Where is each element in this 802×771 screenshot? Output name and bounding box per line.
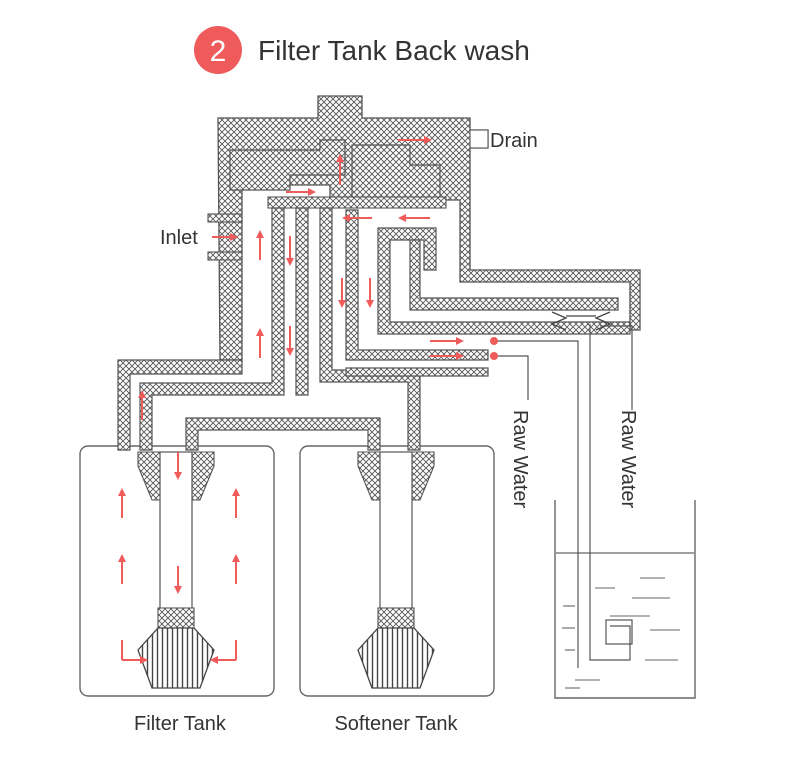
inlet-port xyxy=(207,213,243,223)
valve-plate xyxy=(267,196,447,209)
filter-tank-label: Filter Tank xyxy=(134,713,227,735)
raw-water-label-1: Raw Water xyxy=(509,410,531,509)
raw-water-port-2 xyxy=(490,352,498,360)
control-valve xyxy=(207,95,641,361)
step-badge xyxy=(194,26,242,74)
page-title: Filter Tank Back wash xyxy=(258,35,530,66)
inlet-label: Inlet xyxy=(160,227,198,249)
softener-strainer xyxy=(357,627,435,689)
valve-inner-block xyxy=(229,139,346,191)
pipes xyxy=(117,207,631,451)
step-number: 2 xyxy=(210,35,227,68)
flow-arrows xyxy=(118,136,464,660)
header: 2 Filter Tank Back wash xyxy=(194,26,530,74)
softener-distributor xyxy=(357,451,435,689)
raw-water-port-1 xyxy=(490,337,498,345)
raw-water-label-2: Raw Water xyxy=(617,410,639,509)
labels: Drain Inlet Raw Water Raw Water Filter T… xyxy=(134,130,639,735)
raw-water-lines xyxy=(494,324,633,668)
drain-label: Drain xyxy=(490,130,538,152)
drain-outlet xyxy=(469,129,489,149)
filter-strainer xyxy=(137,627,215,689)
raw-water-container xyxy=(554,500,696,699)
softener-tank-label: Softener Tank xyxy=(334,713,458,735)
injector xyxy=(550,311,612,331)
